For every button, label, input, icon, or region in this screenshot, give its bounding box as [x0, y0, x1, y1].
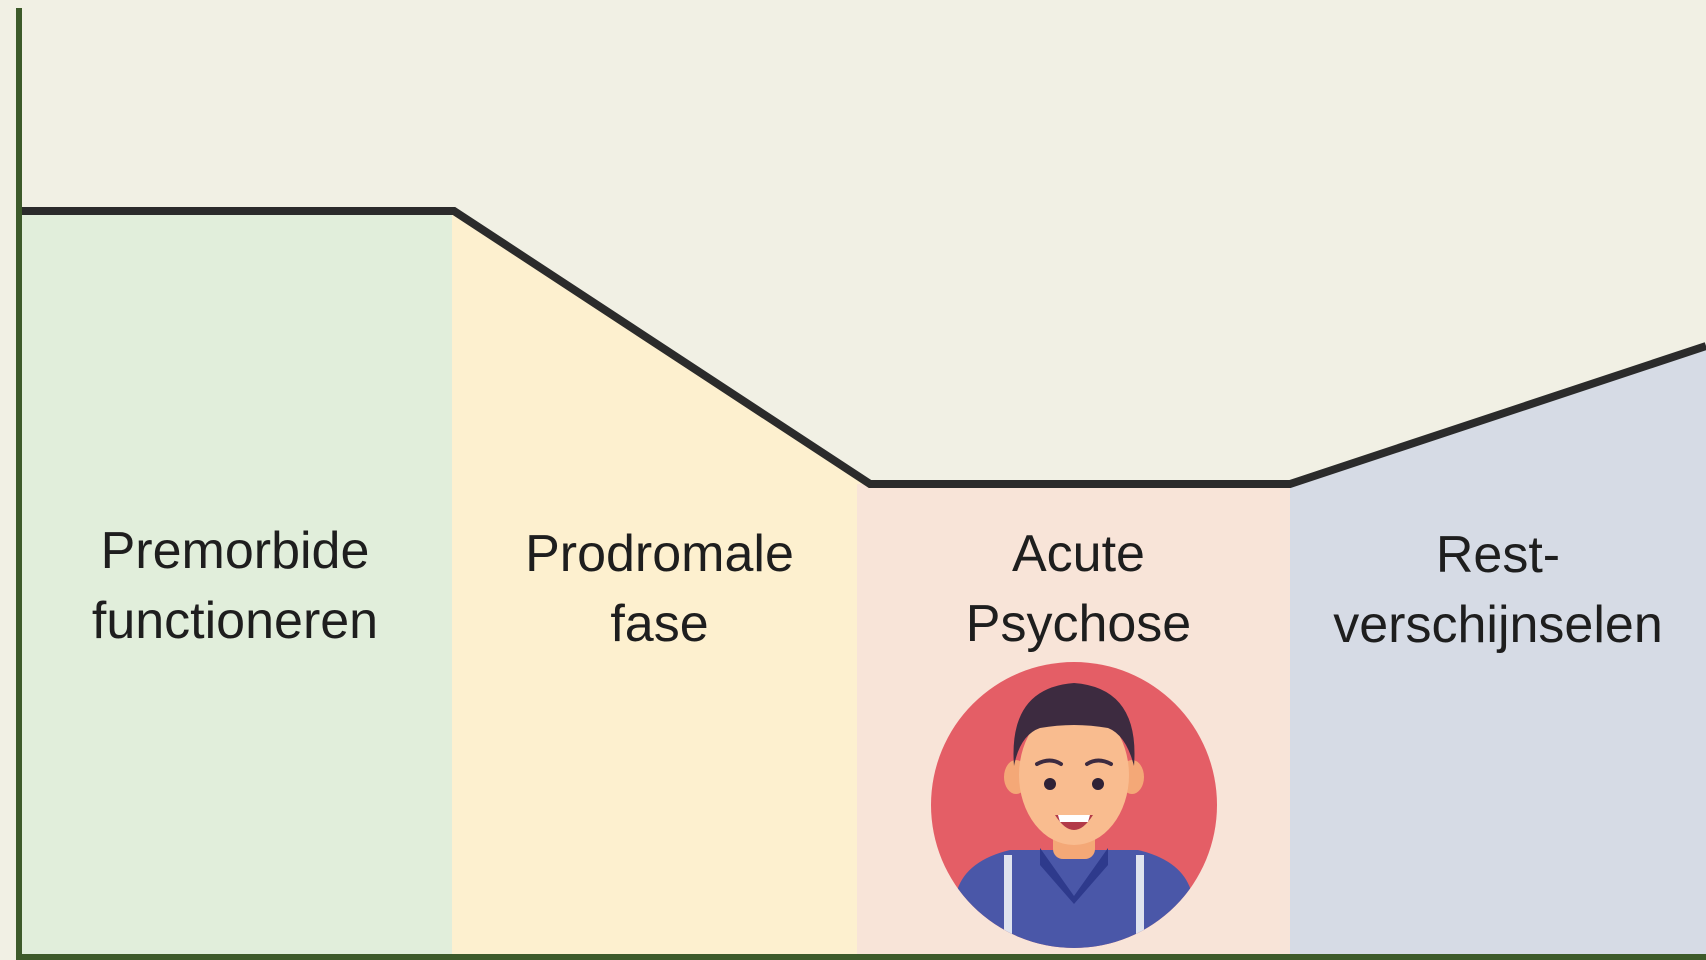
premorbid-region [18, 211, 452, 960]
phase-label-line: Prodromale [525, 525, 794, 583]
phase-label-line: Premorbide [100, 522, 370, 580]
phase-label-acute: Acute Psychose [867, 519, 1290, 659]
person-avatar-icon [931, 662, 1217, 948]
phase-label-line: Rest- [1435, 526, 1561, 584]
phase-label-residual: Rest- verschijnselen [1290, 520, 1706, 660]
prodromal-region [452, 211, 867, 960]
phase-label-premorbid: Premorbide functioneren [18, 516, 452, 656]
phase-label-line: fase [610, 595, 709, 653]
phase-label-prodromal: Prodromale fase [452, 519, 867, 659]
residual-region [1290, 344, 1706, 960]
phase-label-line: Acute [1012, 525, 1145, 583]
phase-label-line: functioneren [91, 592, 379, 650]
phase-label-line: Psychose [965, 595, 1192, 653]
phase-label-line: verschijnselen [1333, 596, 1663, 654]
functioning-curve [18, 207, 1706, 488]
